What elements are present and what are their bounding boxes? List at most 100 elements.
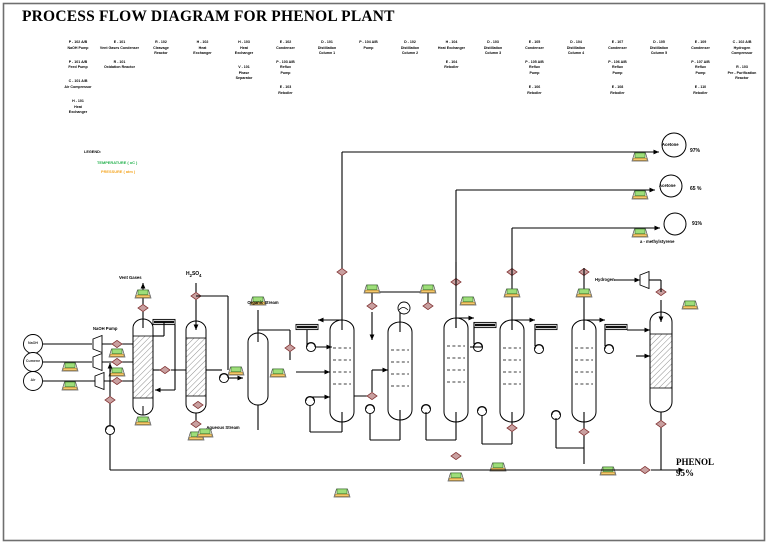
equipment-item-line: Column 3 [484, 51, 502, 56]
equipment-item-line: C - 102 A/B [732, 40, 752, 44]
equipment-item-line: Exchanger [234, 51, 254, 56]
equipment-item-line: Distillation [400, 45, 420, 50]
label-naoh-pump: NaOH Pump [93, 326, 118, 331]
equipment-item-line: V - 101 [238, 65, 250, 70]
equipment-item-line: P - 103 A/B [276, 59, 295, 64]
equipment-item-line: Pump [280, 70, 291, 75]
equipment-item-line: Reactor [735, 76, 749, 81]
equipment-item-line: Condenser [276, 45, 295, 50]
equipment-item-line: Column 4 [567, 51, 585, 56]
equipment-item-line: Pump [695, 70, 706, 75]
equipment-item-line: Reactor [154, 51, 168, 56]
equipment-item-line: Distillation [317, 45, 337, 50]
equipment-item-line: Reboiler [527, 90, 542, 95]
equipment-item-line: Vent Gases Condenser [99, 45, 140, 50]
equipment-item-line: Reboiler [444, 65, 459, 70]
equipment-item-line: P - 105 A/B [525, 59, 544, 64]
equipment-item-line: P - 102 A/B [68, 40, 88, 44]
equipment-item-line: Column 2 [401, 51, 419, 56]
product-purity-acetone-2: 65 % [690, 186, 702, 192]
feed-label-cumene: Cumene [25, 359, 41, 363]
equipment-item-line: Column 5 [650, 51, 668, 56]
equipment-item-line: Heat [74, 104, 82, 109]
equipment-item-line: E - 103 [279, 84, 292, 89]
equipment-item-line: Heat Exchanger [437, 45, 466, 50]
equipment-item-line: Reboiler [693, 90, 708, 95]
feed-label-air: Air [30, 378, 36, 382]
equipment-item-line: E - 104 [445, 59, 458, 64]
label-aqueous-stream: Aqueous Stream [206, 425, 240, 430]
equipment-item-line: Feed Pump [68, 65, 88, 70]
equipment-item-line: Exchanger [68, 110, 88, 115]
equipment-item-line: E - 107 [611, 40, 624, 44]
equipment-item-line: R - 101 [113, 59, 126, 64]
equipment-item-line: Reflux [280, 65, 291, 70]
equipment-item-line: D - 104 [570, 40, 582, 44]
product-label-phenol: PHENOL [676, 457, 715, 467]
equipment-item-line: H - 103 [238, 40, 250, 44]
product-label-acetone-2: Acetone [659, 183, 676, 188]
equipment-item-line: Reboiler [278, 90, 293, 95]
equipment-item-line: NaOH Pump [67, 45, 89, 50]
equipment-item-line: H - 102 [196, 40, 209, 44]
label-h2so4: H2SO4 [186, 271, 202, 278]
product-purity-phenol: 95% [676, 468, 694, 478]
equipment-item-line: Phase [238, 70, 250, 75]
equipment-item-line: Column 1 [318, 51, 336, 56]
legend-pressure: PRESSURE ( atm ) [101, 169, 136, 174]
equipment-item-line: Exchanger [193, 51, 212, 56]
equipment-item-line: E - 108 [611, 84, 624, 89]
equipment-item-line: Reflux [612, 65, 623, 70]
equipment-item-line: P - 106 A/B [608, 59, 627, 64]
equipment-item-line: Distillation [649, 45, 669, 50]
equipment-item-line: E - 109 [694, 40, 707, 44]
equipment-item-line: Distillation [483, 45, 503, 50]
product-purity-acetone-1: 97% [690, 148, 701, 154]
equipment-item-line: R - 103 [736, 65, 748, 70]
feed-label-naoh: NaOH [28, 341, 38, 345]
equipment-item-line: Pump [363, 45, 374, 50]
label-vent-gases: Vent Gases [119, 275, 142, 280]
legend-heading: LEGEND: [84, 150, 102, 154]
equipment-item-line: Pump [529, 70, 540, 75]
equipment-item-line: E - 110 [694, 84, 707, 89]
equipment-item-line: Heat [198, 45, 207, 50]
equipment-item-line: D - 101 [321, 40, 333, 44]
equipment-item-line: Condenser [608, 45, 627, 50]
equipment-item-line: Compressor [731, 51, 753, 56]
equipment-item-line: Cleavage [153, 45, 169, 50]
product-purity-amethylstyrene: 91% [692, 221, 703, 227]
equipment-item-line: Pump [612, 70, 623, 75]
